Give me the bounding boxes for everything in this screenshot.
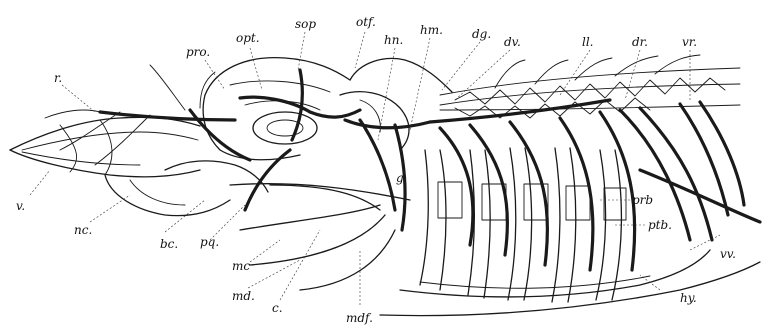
label-dg: dg. — [472, 27, 491, 41]
label-dr: dr. — [632, 35, 648, 49]
leader-lines — [30, 32, 720, 305]
label-v: v. — [16, 199, 25, 213]
dorsal-rays — [495, 55, 700, 88]
label-pq: pq. — [200, 235, 219, 249]
label-bc: bc. — [160, 237, 178, 251]
vertebral-column — [440, 68, 740, 118]
label-ll: ll. — [582, 35, 594, 49]
rostrum-outline — [10, 117, 200, 177]
label-c: c. — [272, 301, 283, 315]
label-prb: prb — [632, 193, 653, 207]
label-mdf: mdf. — [346, 311, 373, 325]
label-hm: hm. — [420, 23, 443, 37]
branchial-arches — [230, 148, 710, 302]
label-hn: hn. — [384, 33, 403, 47]
cranial-nerves — [100, 70, 744, 270]
label-hy: hy. — [680, 291, 697, 305]
label-sop: sop — [295, 17, 316, 31]
label-g: g — [396, 171, 404, 185]
label-vv: vv. — [720, 247, 736, 261]
label-ptb: ptb. — [648, 218, 672, 232]
label-vr: vr. — [682, 35, 697, 49]
label-dv: dv. — [504, 35, 521, 49]
label-r: r. — [54, 71, 62, 85]
label-opt: opt. — [236, 31, 260, 45]
label-pro: pro. — [186, 45, 210, 59]
label-otf: otf. — [356, 15, 376, 29]
label-mc: mc — [232, 259, 250, 273]
nasal-capsule — [105, 161, 268, 216]
label-md: md. — [232, 289, 255, 303]
orbit — [253, 112, 317, 144]
label-nc: nc. — [74, 223, 92, 237]
